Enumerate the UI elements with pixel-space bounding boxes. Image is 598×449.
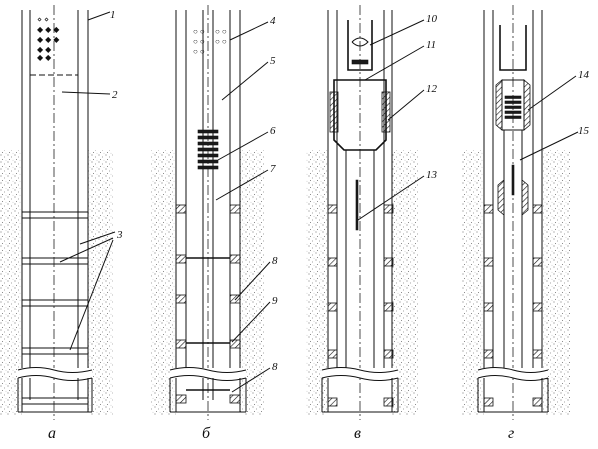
perforation-holes: ⋄ ⋄ ◆ ◆ ◆ ◆ ◆ ◆ ◆ ◆ ◆ ◆	[37, 15, 60, 62]
callout-14: 14	[578, 69, 590, 81]
callout-1: 1	[110, 9, 116, 21]
spring	[197, 129, 219, 170]
callout-8b: 8	[272, 361, 278, 373]
panel-b: ○ ○ ○ ○ ○ ○ ○ ○ ○ ○	[150, 5, 271, 420]
callout-13: 13	[426, 169, 438, 181]
panel-letter-v: в	[354, 425, 361, 442]
callout-3: 3	[116, 229, 123, 241]
svg-text:○ ○: ○ ○	[215, 27, 227, 36]
svg-text:○ ○: ○ ○	[215, 37, 227, 46]
callout-9: 9	[272, 295, 278, 307]
callout-12: 12	[426, 83, 438, 95]
svg-text:◆ ◆: ◆ ◆	[37, 53, 52, 62]
callout-7: 7	[270, 163, 276, 175]
panel-letter-a: а	[48, 425, 56, 442]
svg-text:○ ○: ○ ○	[193, 47, 205, 56]
panel-a: ⋄ ⋄ ◆ ◆ ◆ ◆ ◆ ◆ ◆ ◆ ◆ ◆	[0, 5, 116, 420]
callout-5: 5	[270, 55, 276, 67]
panel-letter-g: г	[508, 425, 514, 442]
callout-2: 2	[112, 89, 118, 101]
callout-10: 10	[426, 13, 438, 25]
panel-v	[306, 5, 425, 420]
panel-letter-b: б	[202, 425, 211, 442]
panel-letters: а б в г	[48, 425, 514, 442]
callout-15: 15	[578, 125, 590, 137]
check-valve-spring	[504, 95, 522, 119]
callout-8: 8	[272, 255, 278, 267]
svg-text:○ ○: ○ ○	[193, 37, 205, 46]
callout-labels: 1 2 3 4 5 6 7 8 9 8 10 11 12 13 14 15	[110, 9, 590, 373]
callout-11: 11	[426, 39, 436, 51]
svg-text:⋄ ⋄: ⋄ ⋄	[37, 15, 49, 24]
svg-text:◆ ◆ ◆: ◆ ◆ ◆	[37, 35, 60, 44]
callout-6: 6	[270, 125, 276, 137]
panel-g	[462, 5, 579, 420]
svg-text:◆ ◆ ◆: ◆ ◆ ◆	[37, 25, 60, 34]
callout-4: 4	[270, 15, 276, 27]
centralizer-rings	[21, 211, 89, 405]
svg-text:◆ ◆: ◆ ◆	[37, 45, 52, 54]
svg-text:○ ○: ○ ○	[193, 27, 205, 36]
